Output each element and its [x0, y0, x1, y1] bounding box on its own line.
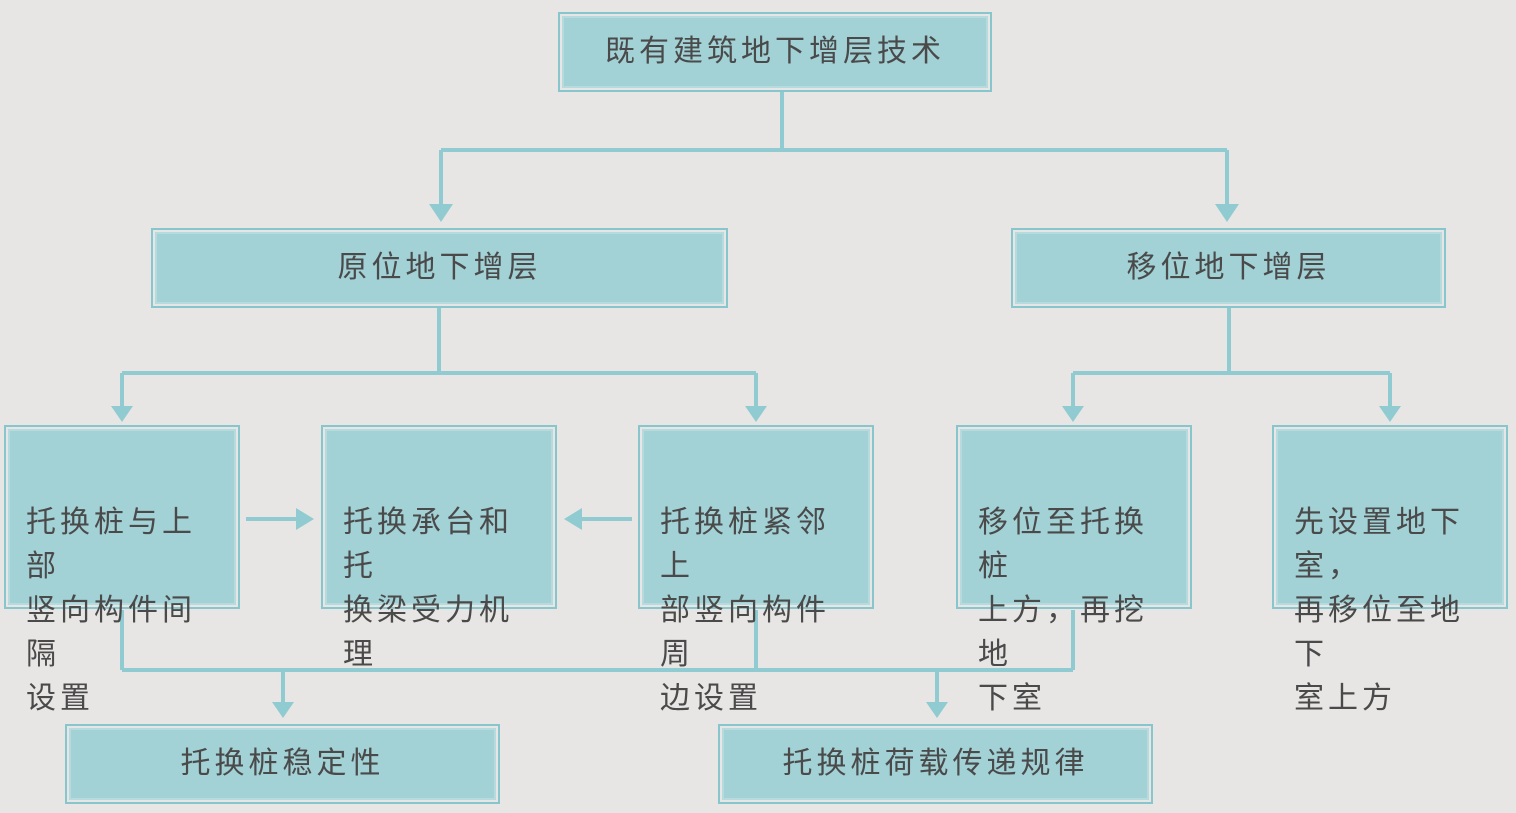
arrowhead-to-load-transfer — [926, 702, 948, 718]
stability-node-label: 托换桩稳定性 — [180, 746, 385, 781]
root-node-label: 既有建筑地下增层技术 — [605, 34, 945, 69]
load-transfer-node-label: 托换桩荷载传递规律 — [782, 746, 1089, 781]
pile-interval-node: 托换桩与上部 竖向构件间隔 设置 — [4, 425, 240, 716]
arrowhead-to-stability — [272, 702, 294, 718]
relocation-node: 移位地下增层 — [1011, 228, 1446, 308]
arrowhead-to-relocation — [1215, 204, 1239, 222]
relocation-node-label: 移位地下增层 — [1126, 250, 1331, 285]
arrowhead-to-pile-adjacent — [745, 406, 767, 422]
build-then-move-node: 先设置地下室， 再移位至地下 室上方 — [1272, 425, 1508, 716]
stability-node: 托换桩稳定性 — [65, 724, 500, 804]
mechanism-node: 托换承台和托 换梁受力机理 — [321, 425, 557, 672]
root-node: 既有建筑地下增层技术 — [558, 12, 992, 92]
pile-interval-node-label: 托换桩与上部 竖向构件间隔 设置 — [26, 505, 196, 716]
arrowhead-to-in-situ — [429, 204, 453, 222]
move-then-dig-node: 移位至托换桩 上方，再挖地 下室 — [956, 425, 1192, 716]
mechanism-node-label: 托换承台和托 换梁受力机理 — [343, 505, 513, 672]
pile-adjacent-node-label: 托换桩紧邻上 部竖向构件周 边设置 — [660, 505, 830, 716]
arrowhead-interval-to-mechanism — [296, 508, 314, 530]
arrowhead-adjacent-to-mechanism — [564, 508, 582, 530]
load-transfer-node: 托换桩荷载传递规律 — [718, 724, 1153, 804]
move-then-dig-node-label: 移位至托换桩 上方，再挖地 下室 — [978, 505, 1148, 716]
arrowhead-to-pile-interval — [111, 406, 133, 422]
pile-adjacent-node: 托换桩紧邻上 部竖向构件周 边设置 — [638, 425, 874, 716]
in-situ-node: 原位地下增层 — [151, 228, 728, 308]
arrowhead-to-build-then-move — [1379, 406, 1401, 422]
build-then-move-node-label: 先设置地下室， 再移位至地下 室上方 — [1294, 505, 1464, 716]
arrowhead-to-move-then-dig — [1062, 406, 1084, 422]
in-situ-node-label: 原位地下增层 — [337, 250, 542, 285]
